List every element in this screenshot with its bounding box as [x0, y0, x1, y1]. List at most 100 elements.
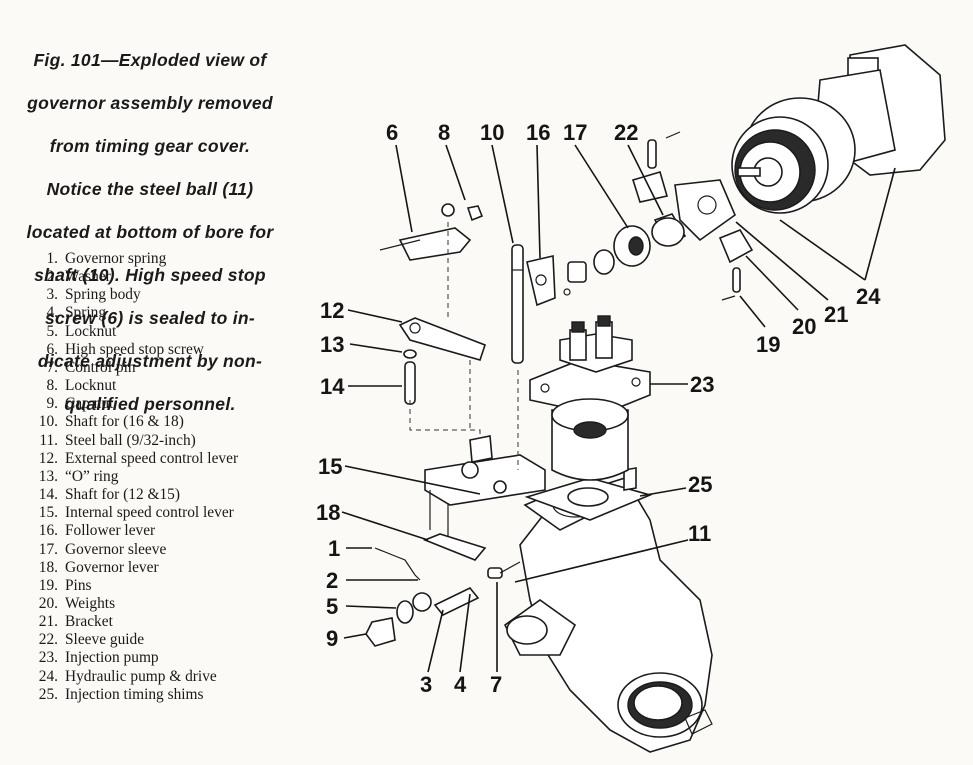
legend-number: 19. — [38, 576, 58, 594]
callout-2: 2 — [326, 568, 338, 593]
legend-item: 1. Governor spring — [28, 250, 238, 268]
callout-14: 14 — [320, 374, 345, 399]
callout-9: 9 — [326, 626, 338, 651]
hydraulic-pump-drive — [731, 44, 946, 214]
legend-item: 13.“O” ring — [28, 468, 238, 486]
legend-number: 20. — [38, 594, 58, 612]
callout-22: 22 — [614, 120, 638, 145]
high-speed-stop-screw — [379, 203, 484, 261]
governor-lever — [422, 533, 487, 561]
callout-labels: 6 8 10 16 17 22 12 13 14 15 18 1 2 5 9 3… — [316, 120, 881, 697]
legend-number: 7. — [46, 358, 58, 376]
legend-label: Shaft for (16 & 18) — [65, 413, 184, 431]
legend-label: Governor lever — [65, 558, 159, 576]
legend-label: Follower lever — [65, 522, 156, 540]
legend-item: 11. Steel ball (9/32-inch) — [28, 432, 238, 450]
legend-number: 4. — [46, 304, 58, 322]
callout-5: 5 — [326, 594, 338, 619]
caption-line: governor assembly removed — [27, 92, 273, 113]
legend-label: Control pin — [65, 358, 136, 376]
legend-item: 6. High speed stop screw — [28, 341, 238, 359]
legend-number: 18. — [38, 558, 58, 576]
legend-label: Weights — [65, 594, 116, 612]
legend-label: Spring — [65, 304, 107, 322]
legend-item: 5. Locknut — [28, 323, 238, 341]
figure-caption: Fig. 101—Exploded view of governor assem… — [6, 28, 294, 437]
callout-25: 25 — [688, 472, 712, 497]
legend-number: 14. — [38, 486, 58, 504]
legend-number: 1. — [46, 250, 58, 267]
legend-label: Steel ball (9/32-inch) — [65, 431, 196, 449]
legend-item: 18. Governor lever — [28, 559, 238, 577]
caption-line: from timing gear cover. — [49, 135, 251, 156]
legend-number: 21. — [38, 613, 58, 631]
governor-sleeve — [567, 225, 651, 283]
callout-20: 20 — [792, 314, 816, 339]
legend-item: 12. External speed control lever — [28, 450, 238, 468]
injection-pump — [529, 315, 651, 481]
legend-item: 20. Weights — [28, 595, 238, 613]
callout-18: 18 — [316, 500, 340, 525]
legend-number: 11. — [39, 431, 58, 449]
legend-label: Injection pump — [65, 649, 159, 667]
shaft-for-16-18 — [511, 244, 524, 364]
caption-line: shaft (10). High speed stop — [34, 264, 266, 285]
legend-label: Spring body — [65, 286, 141, 304]
legend-label: “O” ring — [65, 467, 119, 485]
legend-label: High speed stop screw — [65, 340, 204, 358]
weights — [718, 229, 754, 301]
legend-label: Shaft for (12 &15) — [65, 486, 180, 504]
legend-item: 16.Follower lever — [28, 522, 238, 540]
legend-label: Internal speed control lever — [65, 504, 234, 522]
legend-item: 3.Spring body — [28, 286, 238, 304]
legend-item: 9.Cap nut — [28, 395, 238, 413]
sleeve-guide — [631, 171, 687, 247]
caption-line: dicate adjustment by non- — [37, 350, 263, 371]
legend-label: Sleeve guide — [65, 631, 145, 649]
leader-lines — [341, 144, 896, 673]
legend-item: 22. Sleeve guide — [28, 631, 238, 649]
o-ring-and-shaft — [403, 349, 417, 405]
legend-item: 8.Locknut — [28, 377, 238, 395]
callout-6: 6 — [386, 120, 398, 145]
legend-label: Governor spring — [65, 250, 167, 267]
legend-label: External speed control lever — [65, 449, 239, 467]
legend-label: Hydraulic pump & drive — [65, 667, 217, 685]
legend-label: Governor sleeve — [65, 540, 167, 558]
legend-number: 10. — [38, 413, 58, 431]
legend-number: 24. — [38, 667, 58, 685]
legend-label: Locknut — [65, 322, 117, 340]
legend-number: 6. — [46, 340, 58, 358]
legend-item: 17.Governor sleeve — [28, 541, 238, 559]
legend-label: Cap nut — [65, 395, 114, 413]
legend-number: 22. — [38, 631, 58, 649]
callout-3: 3 — [420, 672, 432, 697]
callout-1: 1 — [328, 536, 340, 561]
alignment-lines — [409, 222, 519, 470]
legend-item: 21.Bracket — [28, 613, 238, 631]
legend-number: 25. — [38, 685, 58, 703]
callout-12: 12 — [320, 298, 344, 323]
exploded-view-diagram: 6 8 10 16 17 22 12 13 14 15 18 1 2 5 9 3… — [316, 44, 946, 753]
legend-item: 15.Internal speed control lever — [28, 504, 238, 522]
callout-19: 19 — [756, 332, 780, 357]
legend-item: 2. Washer — [28, 268, 238, 286]
legend-number: 5. — [46, 322, 58, 340]
follower-lever — [526, 255, 571, 307]
callout-17: 17 — [563, 120, 587, 145]
legend-item: 25.Injection timing shims — [28, 686, 238, 704]
callout-10: 10 — [480, 120, 504, 145]
legend-label: Washer — [65, 268, 111, 286]
caption-line: screw (6) is sealed to in- — [44, 307, 256, 328]
legend-number: 12. — [38, 449, 58, 467]
callout-24: 24 — [856, 284, 881, 309]
legend-number: 8. — [46, 377, 58, 395]
parts-legend: 1. Governor spring 2. Washer 3.Spring body… — [28, 250, 238, 704]
caption-line: qualified personnel. — [64, 393, 236, 414]
legend-item: 14. Shaft for (12 &15) — [28, 486, 238, 504]
callout-11: 11 — [688, 521, 711, 546]
callout-8: 8 — [438, 120, 450, 145]
legend-item: 10. Shaft for (16 & 18) — [28, 413, 238, 431]
callout-21: 21 — [824, 302, 848, 327]
legend-number: 2. — [46, 268, 58, 286]
